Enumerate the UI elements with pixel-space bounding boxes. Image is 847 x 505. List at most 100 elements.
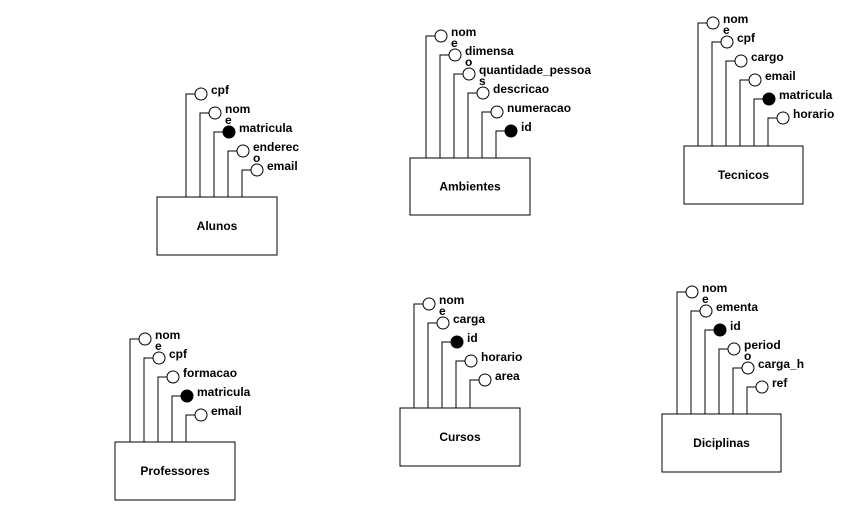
connector-tecnicos-cpf (711, 41, 721, 146)
entity-box-professores[interactable] (114, 441, 236, 501)
attribute-marker-carga-h (741, 361, 755, 375)
attribute-label-matricula: matricula (239, 121, 293, 135)
attribute-label-cpf: cpf (169, 347, 188, 361)
connector-cursos-carga (427, 322, 437, 408)
attribute-label-cpf: cpf (737, 31, 756, 45)
connector-alunos-nome (199, 112, 209, 197)
attribute-marker-endereco (236, 144, 250, 158)
attribute-label-cargo: cargo (751, 50, 784, 64)
connector-professores-cpf (143, 357, 153, 442)
connector-cursos-id (441, 341, 451, 408)
attribute-marker-nome (434, 29, 448, 43)
connector-ambientes-numeracao (481, 111, 491, 158)
attribute-marker-area (478, 373, 492, 387)
entity-box-alunos[interactable] (156, 196, 278, 256)
attribute-marker-horario (464, 354, 478, 368)
connector-tecnicos-email (739, 79, 749, 146)
attribute-label-id: id (467, 331, 478, 345)
connector-diciplinas-id (704, 329, 714, 414)
key-attribute-marker-matricula (762, 92, 776, 106)
attribute-marker-ementa (699, 304, 713, 318)
attribute-label-area: area (495, 369, 520, 383)
connector-tecnicos-nome (697, 22, 707, 146)
connector-alunos-matricula (213, 131, 223, 197)
entity-title-alunos: Alunos (197, 219, 238, 233)
attribute-marker-dimensao (448, 48, 462, 62)
key-attribute-marker-matricula (180, 389, 194, 403)
connector-alunos-endereco (227, 150, 237, 197)
entity-box-ambientes[interactable] (409, 157, 531, 216)
connector-professores-formacao (157, 376, 167, 442)
key-attribute-marker-id (504, 124, 518, 138)
attribute-marker-periodo (727, 342, 741, 356)
attribute-marker-email (250, 163, 264, 177)
attribute-marker-formacao (166, 370, 180, 384)
attribute-marker-quantidade-pessoas (462, 67, 476, 81)
connector-diciplinas-ementa (690, 310, 700, 414)
connector-diciplinas-carga-h (732, 367, 742, 414)
connector-ambientes-quantidade-pessoas (453, 73, 463, 158)
connector-ambientes-dimensao (439, 54, 449, 158)
attribute-label-carga: carga (453, 312, 485, 326)
attribute-label-id: id (521, 120, 532, 134)
connector-diciplinas-ref (746, 386, 756, 414)
connector-alunos-cpf (185, 93, 195, 197)
connector-professores-matricula (171, 395, 181, 442)
attribute-marker-nome (706, 16, 720, 30)
connector-ambientes-descricao (467, 92, 477, 158)
entity-box-cursos[interactable] (399, 407, 521, 467)
attribute-label-numeracao: numeracao (507, 101, 571, 115)
connector-ambientes-nome (425, 35, 435, 158)
entity-title-professores: Professores (140, 464, 210, 478)
connector-ambientes-id (495, 130, 505, 158)
attribute-marker-cpf (152, 351, 166, 365)
connector-diciplinas-periodo (718, 348, 728, 414)
attribute-label-ref: ref (772, 376, 788, 390)
connector-tecnicos-horario (767, 117, 777, 146)
attribute-label-ementa: ementa (716, 300, 758, 314)
attribute-label-email: email (267, 159, 298, 173)
attribute-marker-carga (436, 316, 450, 330)
attribute-marker-email (748, 73, 762, 87)
attribute-marker-descricao (476, 86, 490, 100)
entity-title-cursos: Cursos (439, 430, 481, 444)
attribute-marker-numeracao (490, 105, 504, 119)
connector-cursos-area (469, 379, 479, 408)
attribute-marker-ref (755, 380, 769, 394)
attribute-label-formacao: formacao (183, 366, 237, 380)
attribute-label-horario: horario (793, 107, 834, 121)
entity-box-tecnicos[interactable] (683, 145, 804, 205)
connector-diciplinas-nome (676, 291, 686, 414)
attribute-marker-nome (208, 106, 222, 120)
attribute-marker-email (194, 408, 208, 422)
connector-cursos-horario (455, 360, 465, 408)
key-attribute-marker-id (713, 323, 727, 337)
attribute-marker-cargo (734, 54, 748, 68)
entity-title-ambientes: Ambientes (439, 180, 501, 194)
attribute-label-id: id (730, 319, 741, 333)
connector-tecnicos-matricula (753, 98, 763, 146)
attribute-marker-cpf (720, 35, 734, 49)
key-attribute-marker-matricula (222, 125, 236, 139)
attribute-label-carga-h: carga_h (758, 357, 804, 371)
attribute-label-cpf: cpf (211, 83, 230, 97)
attribute-marker-cpf (194, 87, 208, 101)
entity-box-diciplinas[interactable] (661, 413, 782, 473)
attribute-label-horario: horario (481, 350, 522, 364)
attribute-marker-horario (776, 111, 790, 125)
